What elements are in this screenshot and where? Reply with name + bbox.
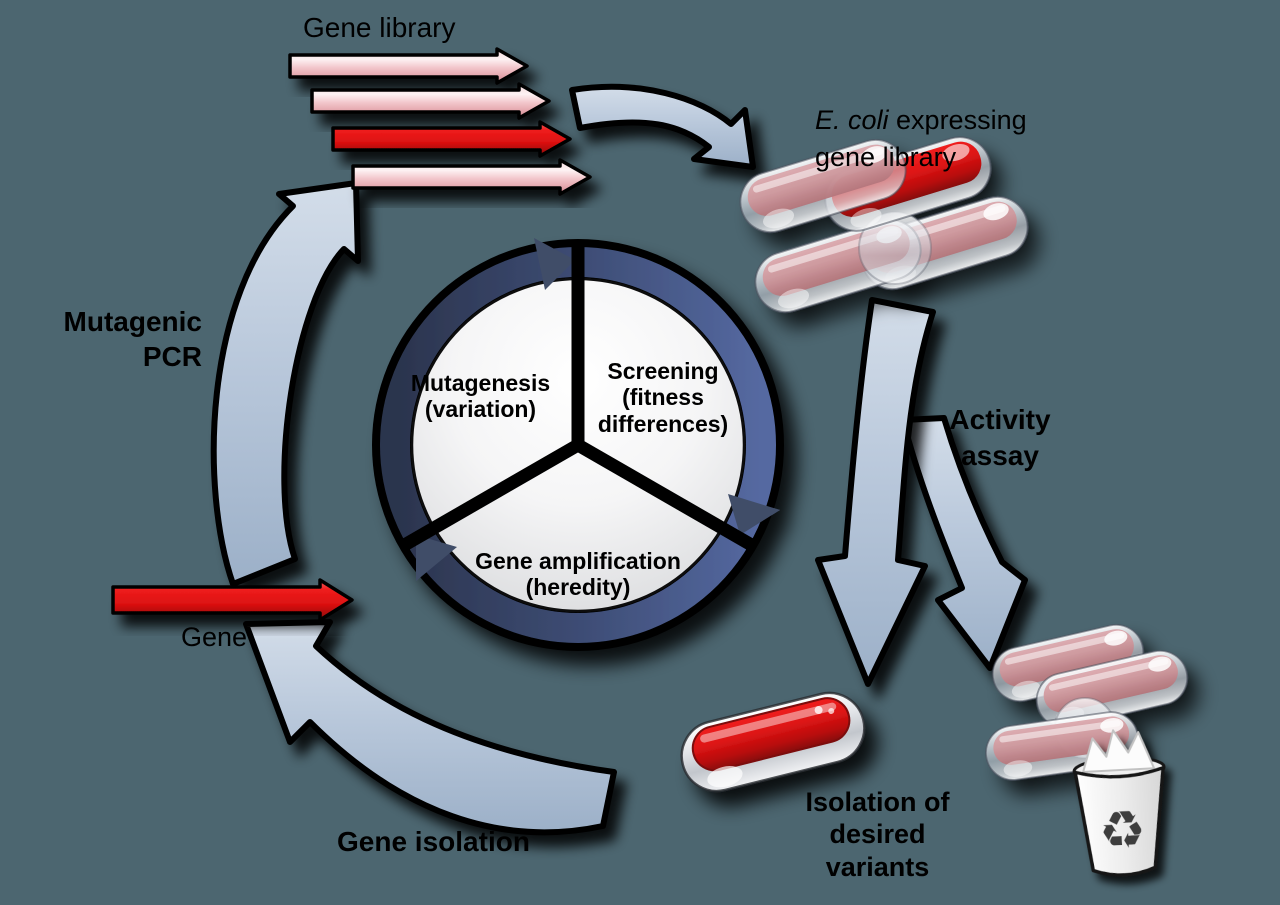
isolation-of-desired-variants-label: Isolation of desired variants: [805, 787, 950, 882]
isolated-red-capsule: [673, 684, 873, 800]
discarded-capsule-cluster: [981, 618, 1194, 785]
trash-body: [1073, 766, 1165, 877]
activity-assay-arrow-left: [815, 297, 936, 687]
cycle-divider-left: [397, 439, 582, 553]
library-arrow-red: [331, 120, 572, 158]
screening-segment-label: Screening (fitness differences): [597, 358, 729, 437]
library-arrow-pink-1: [288, 47, 529, 85]
cycle-divider-right: [574, 439, 759, 553]
gene-arrow: [111, 578, 354, 622]
gene-isolation-arrow: [243, 619, 617, 836]
activity-assay-label: Activity assay: [949, 404, 1051, 472]
ecoli-label-italic: E. coli: [815, 105, 889, 136]
gene-amplification-segment-label: Gene amplification (heredity): [475, 548, 681, 601]
ecoli-label-line2: gene library: [815, 141, 957, 172]
mutagenic-pcr-label: Mutagenic PCR: [63, 306, 202, 372]
library-to-ecoli-arrow: [569, 83, 756, 170]
trash-can: ♻: [1072, 729, 1166, 877]
ecoli-capsule-cluster: [731, 128, 1037, 321]
library-arrow-pink-2: [310, 82, 551, 120]
gene-library-label: Gene library: [303, 12, 456, 43]
mutagenesis-segment-label: Mutagenesis (variation): [410, 370, 551, 423]
ecoli-label: E. coli expressing gene library: [815, 66, 1027, 212]
central-cycle: [372, 238, 784, 651]
cycle-ring-arrowhead-right: [728, 494, 780, 535]
cycle-ring-arrowhead-top: [534, 238, 575, 290]
ecoli-label-rest: expressing: [888, 105, 1027, 136]
mutagenic-pcr-arrow: [210, 180, 361, 587]
recycle-icon: ♻: [1097, 800, 1147, 862]
gene-arrow-group: [78, 578, 380, 622]
gene-library-arrows: [288, 47, 592, 196]
gene-label: Gene: [180, 622, 248, 652]
cycle-ring-arrowhead-left: [416, 535, 457, 581]
paper-wads: [1082, 729, 1156, 773]
activity-assay-arrow-right: [900, 415, 1028, 671]
library-arrow-pink-3: [351, 158, 592, 196]
gene-isolation-label: Gene isolation: [337, 826, 530, 857]
